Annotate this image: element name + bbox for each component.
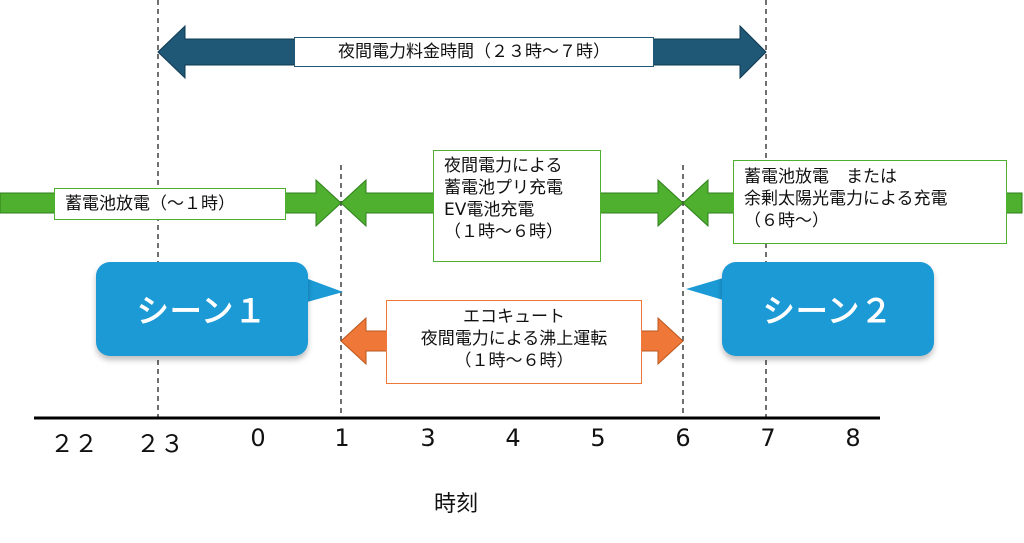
tick-label: 0 (250, 424, 266, 452)
tick-label: ２２ (50, 430, 98, 458)
tick-label: 4 (505, 424, 521, 452)
scene2-bubble-tail (686, 276, 730, 302)
ecocute-label: エコキュート 夜間電力による沸上運転 （１時〜６時） (386, 300, 642, 384)
discharge-until-1-label: 蓄電池放電（〜１時） (54, 188, 286, 220)
precharge-label: 夜間電力による 蓄電池プリ充電 EV電池充電 （１時〜６時） (433, 150, 601, 262)
tick-label: 7 (760, 424, 776, 452)
tick-label: 3 (420, 424, 436, 452)
tick-label: 1 (334, 424, 350, 452)
tick-label: ２３ (136, 430, 184, 458)
scene2-bubble: シーン２ (722, 262, 934, 356)
axis-title: 時刻 (433, 492, 479, 517)
scene1-bubble-tail (300, 276, 343, 304)
tick-label: 5 (590, 424, 606, 452)
tick-label: 8 (845, 424, 861, 452)
scene1-bubble: シーン１ (96, 262, 308, 356)
night-rate-label: 夜間電力料金時間（２３時〜７時） (294, 37, 654, 67)
discharge-or-solar-label: 蓄電池放電 または 余剰太陽光電力による充電 （６時〜） (733, 160, 1007, 244)
tick-label: 6 (675, 424, 691, 452)
